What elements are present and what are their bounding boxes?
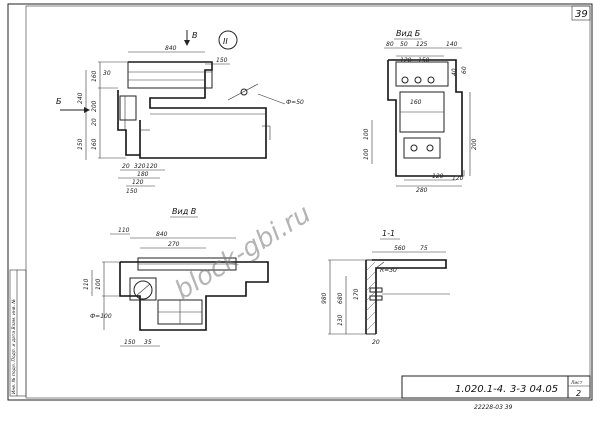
svg-text:270: 270 [168, 241, 180, 248]
svg-text:560: 560 [394, 245, 406, 252]
title-designation: 1.020.1-4. [455, 384, 506, 395]
svg-text:240: 240 [77, 92, 84, 104]
svg-text:170: 170 [353, 288, 360, 300]
svg-text:40: 40 [451, 68, 458, 76]
sheet-frame [7, 3, 593, 401]
svg-text:200: 200 [91, 100, 98, 112]
svg-text:120: 120 [132, 179, 144, 186]
svg-text:130: 130 [337, 314, 344, 326]
view-b-drawing [371, 47, 471, 187]
svg-text:200: 200 [471, 138, 478, 150]
svg-text:Ф=100: Ф=100 [90, 313, 112, 320]
svg-text:150: 150 [216, 57, 228, 64]
svg-text:160: 160 [410, 99, 422, 106]
svg-text:35: 35 [144, 339, 152, 346]
svg-text:100: 100 [363, 148, 370, 160]
view-v-dimensions: 110 840 270 100 110 150 35 Ф=100 [83, 227, 180, 346]
side-stamp: Инв. № подл. Подп. и дата Взам. инв. № [9, 269, 27, 397]
svg-text:75: 75 [420, 245, 428, 252]
svg-text:140: 140 [446, 41, 458, 48]
svg-text:160: 160 [91, 70, 98, 82]
title-block: 1.020.1-4. 3-3 04.05 Лист 2 [401, 375, 591, 399]
svg-text:30: 30 [103, 70, 111, 77]
roman-numeral-marker: II [218, 30, 238, 50]
view-v-label: Вид В [172, 207, 196, 216]
elevation-detail [85, 51, 286, 187]
section-drawing [328, 251, 450, 335]
svg-text:Инв. № подл. Подп. и дата: Инв. № подл. Подп. и дата Взам. инв. № [11, 299, 17, 394]
view-v-arrow: В [184, 30, 198, 46]
title-series-code: 3-3 04.05 [510, 384, 558, 395]
svg-text:125: 125 [416, 41, 428, 48]
section-label: 1-1 [382, 229, 395, 238]
svg-text:840: 840 [165, 45, 177, 52]
title-sheet-label: Лист [570, 380, 583, 386]
svg-text:150: 150 [77, 138, 84, 150]
svg-text:Б: Б [56, 97, 62, 106]
svg-text:20: 20 [91, 118, 98, 126]
inner-frame [25, 5, 591, 399]
svg-text:II: II [223, 37, 228, 46]
view-b-label: Вид Б [396, 29, 421, 38]
svg-text:160: 160 [91, 138, 98, 150]
svg-text:320: 320 [134, 163, 146, 170]
elevation-dimensions: 840 150 160 200 20 150 160 240 30 20 320… [77, 45, 304, 195]
section-dimensions: 560 75 R=30 980 680 130 170 20 [321, 245, 428, 346]
footer-code: 22228-03 39 [474, 404, 513, 411]
page-number-box [571, 5, 591, 21]
svg-text:R=30: R=30 [380, 267, 397, 274]
page-number: 39 [575, 9, 588, 20]
svg-text:120: 120 [452, 175, 464, 182]
svg-text:280: 280 [416, 187, 428, 194]
svg-text:980: 980 [321, 292, 328, 304]
svg-text:120: 120 [146, 163, 158, 170]
svg-text:150: 150 [126, 188, 138, 195]
svg-text:100: 100 [95, 278, 102, 290]
svg-text:110: 110 [118, 227, 130, 234]
svg-text:120: 120 [432, 173, 444, 180]
view-v-drawing [91, 233, 269, 347]
view-b-marker: Б [56, 97, 90, 113]
svg-text:150: 150 [124, 339, 136, 346]
svg-text:60: 60 [461, 66, 468, 74]
svg-text:20: 20 [122, 163, 130, 170]
svg-text:840: 840 [156, 231, 168, 238]
svg-text:150: 150 [418, 57, 430, 64]
svg-text:120: 120 [400, 57, 412, 64]
svg-text:80: 80 [386, 41, 394, 48]
svg-text:50: 50 [400, 41, 408, 48]
svg-text:110: 110 [83, 278, 90, 290]
title-sheet-number: 2 [576, 389, 581, 398]
svg-text:В: В [192, 31, 198, 40]
svg-text:Ф=50: Ф=50 [286, 99, 304, 106]
svg-text:100: 100 [363, 128, 370, 140]
view-b-dimensions: 80 50 125 140 120 150 40 60 160 100 100 … [363, 41, 478, 194]
svg-text:20: 20 [372, 339, 380, 346]
svg-text:680: 680 [337, 292, 344, 304]
svg-text:180: 180 [137, 171, 149, 178]
